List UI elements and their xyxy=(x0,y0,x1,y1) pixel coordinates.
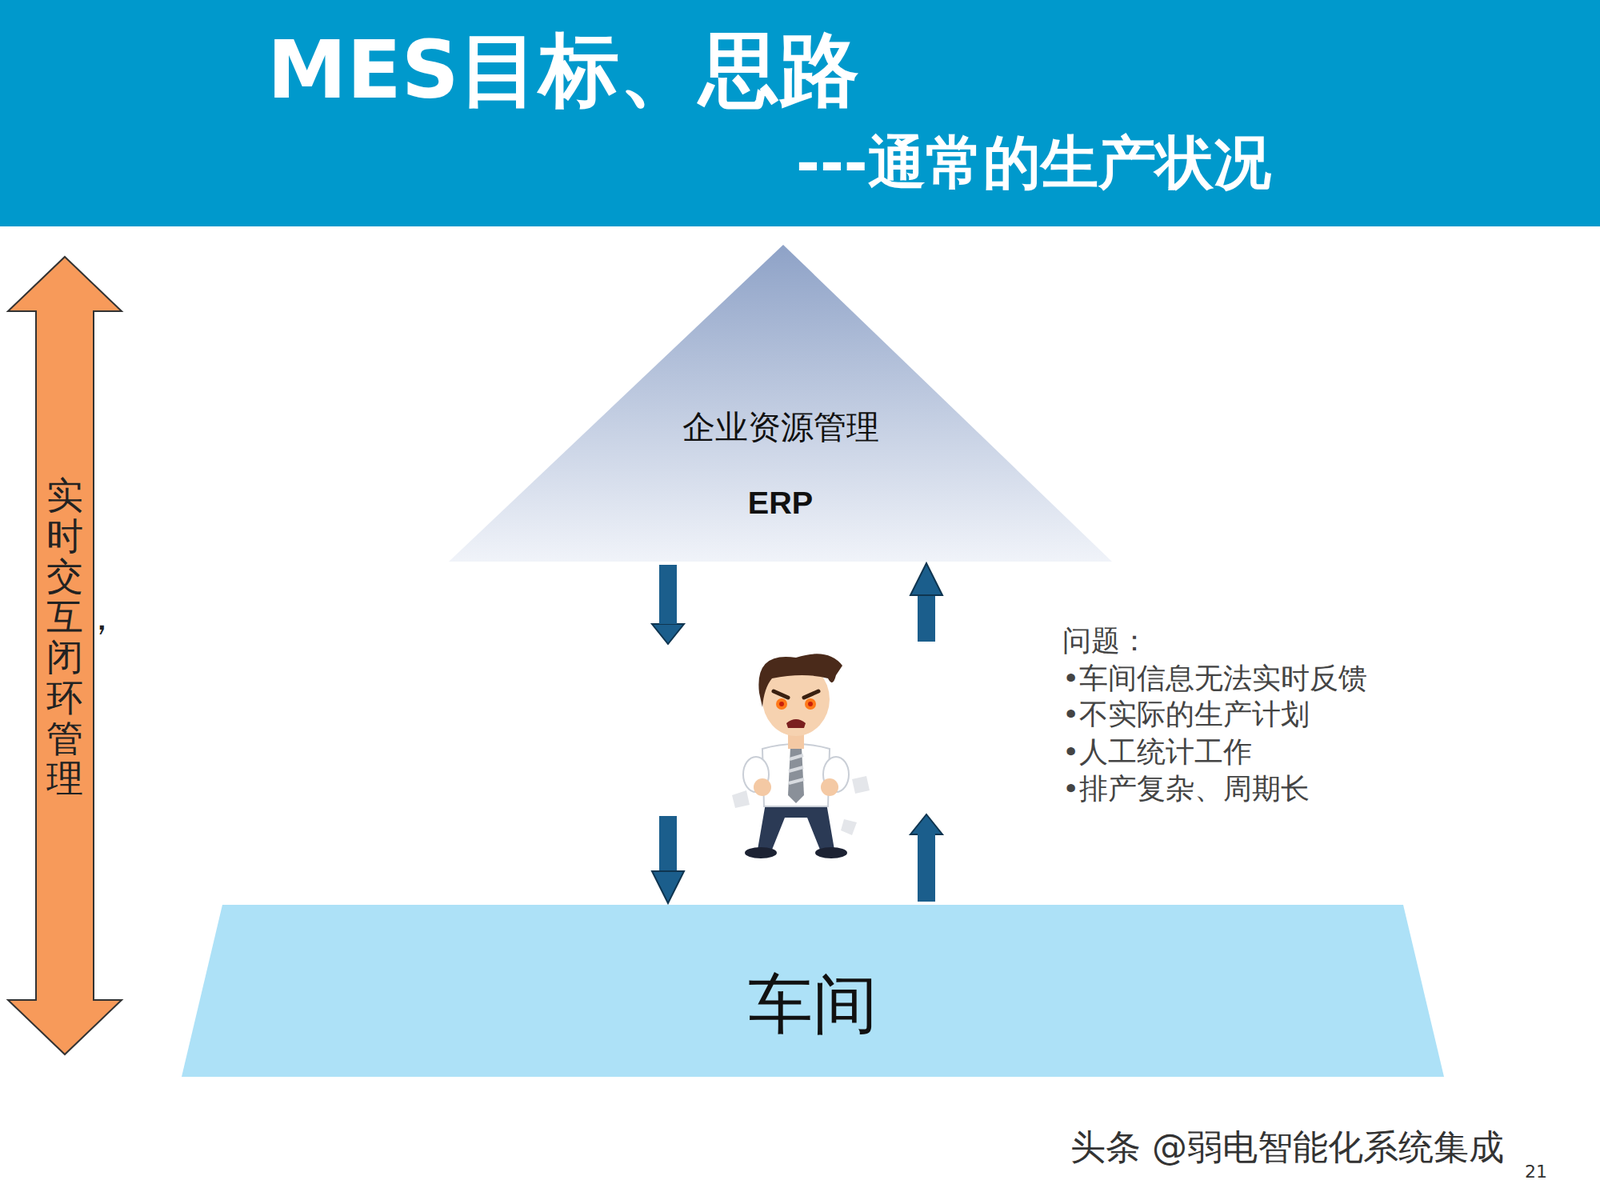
shirt xyxy=(762,744,830,807)
problem-heading: 问题： xyxy=(1062,623,1149,658)
pupil xyxy=(808,701,813,707)
subtitle: ---通常的生产状况 xyxy=(796,128,1272,197)
fist xyxy=(820,778,839,796)
workshop-trapezoid: 车间 xyxy=(181,904,1444,1077)
triangle-shape xyxy=(448,244,1112,562)
tie-stripes xyxy=(788,755,804,784)
arrow-head xyxy=(910,814,943,835)
watermark: 头条 @弱电智能化系统集成 xyxy=(1070,1126,1504,1169)
paper-scrap xyxy=(852,776,870,794)
double-arrow-band: 实时交互，闭环管理 xyxy=(4,255,125,1056)
flow-arrow xyxy=(659,564,677,888)
node-text: 企业资源管理 xyxy=(448,404,1112,450)
problem-item: •排产复杂、周期长 xyxy=(1062,771,1310,806)
problem-item: •不实际的生产计划 xyxy=(1062,696,1310,732)
erp-triangle: 企业资源管理 ERP xyxy=(448,244,1112,562)
node-text: 实时交互，闭环管理 xyxy=(46,475,84,800)
angry-eye xyxy=(776,698,788,710)
node-text: ERP xyxy=(448,484,1112,521)
paper-scrap xyxy=(732,790,750,808)
eyebrows xyxy=(773,691,819,698)
trousers xyxy=(757,803,835,850)
page-number: 21 xyxy=(1524,1161,1548,1183)
slide-title: MES目标、思路 xyxy=(267,22,860,119)
problem-item: •车间信息无法实时反馈 xyxy=(1062,660,1368,696)
header-bar xyxy=(0,0,1600,227)
angry-man-figure xyxy=(732,653,870,859)
paper-scrap xyxy=(840,819,857,836)
double-arrow-shape xyxy=(8,256,122,1055)
trapezoid-shape xyxy=(181,904,1444,1077)
tie xyxy=(788,747,804,804)
shoe xyxy=(744,847,777,859)
angry-eye xyxy=(804,698,816,710)
flow-arrow xyxy=(917,579,936,902)
node-text: 车间 xyxy=(181,968,1444,1040)
hair xyxy=(758,653,843,708)
fist xyxy=(753,778,772,796)
arrow-break-heads xyxy=(652,624,943,835)
shoe xyxy=(815,847,848,859)
problem-item: •人工统计工作 xyxy=(1062,734,1252,769)
arrow-head xyxy=(652,624,684,644)
mouth xyxy=(786,719,806,728)
pupil xyxy=(779,701,784,707)
